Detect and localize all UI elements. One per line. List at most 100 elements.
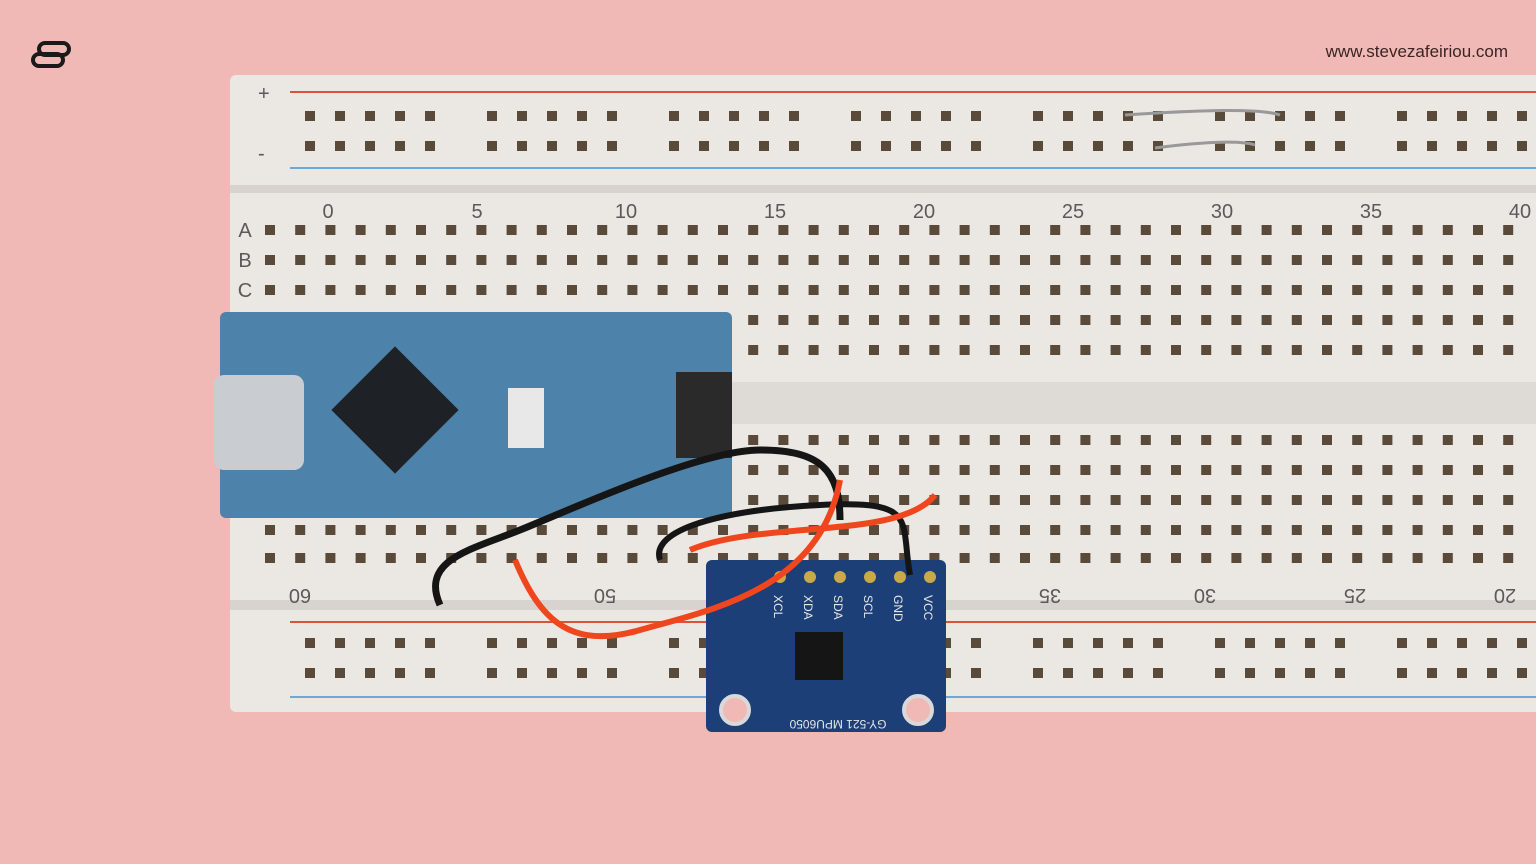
hole	[1050, 435, 1061, 445]
rail-hole	[395, 111, 405, 121]
hole	[989, 525, 1000, 535]
hole	[1080, 525, 1091, 535]
hole	[446, 525, 457, 535]
hole	[265, 255, 275, 265]
hole	[838, 435, 849, 445]
hole	[416, 255, 426, 265]
hole	[1291, 315, 1302, 325]
hole	[1352, 255, 1363, 265]
hole	[1231, 345, 1242, 355]
hole	[1020, 225, 1030, 235]
rail-hole	[759, 141, 769, 151]
rail-hole	[1305, 668, 1315, 678]
hole	[1322, 315, 1332, 325]
rail-hole	[1517, 111, 1527, 121]
rail-hole	[1093, 668, 1103, 678]
rail-hole	[547, 141, 557, 151]
hole	[476, 525, 487, 535]
hole	[1322, 553, 1332, 563]
hole	[838, 465, 849, 475]
rail-hole	[305, 638, 315, 648]
rail-hole	[1093, 111, 1103, 121]
hole	[869, 525, 879, 535]
hole	[1261, 285, 1272, 295]
rail-hole	[699, 668, 709, 678]
hole	[416, 525, 426, 535]
hole	[1442, 345, 1453, 355]
hole	[536, 553, 547, 563]
hole	[687, 255, 698, 265]
rail-hole	[1397, 668, 1407, 678]
hole	[1020, 435, 1030, 445]
hole	[1291, 495, 1302, 505]
hole	[1291, 345, 1302, 355]
rail-hole	[1153, 111, 1163, 121]
hole	[1503, 315, 1514, 325]
pin-label: SDA	[831, 595, 845, 620]
hole	[1231, 435, 1242, 445]
hole	[1171, 435, 1181, 445]
hole	[718, 225, 728, 235]
hole	[989, 435, 1000, 445]
pin	[924, 571, 936, 583]
rail-hole	[1305, 638, 1315, 648]
hole	[1231, 255, 1242, 265]
rail-hole	[1093, 638, 1103, 648]
rail-hole	[607, 141, 617, 151]
hole	[1442, 525, 1453, 535]
rail-hole	[395, 141, 405, 151]
hole	[1050, 495, 1061, 505]
hole	[1412, 525, 1423, 535]
hole	[1080, 255, 1091, 265]
hole	[597, 285, 608, 295]
hole	[929, 553, 940, 563]
hole	[385, 285, 396, 295]
hole	[1382, 435, 1393, 445]
hole	[778, 495, 789, 505]
hole	[808, 465, 819, 475]
hole	[446, 225, 457, 235]
hole	[1503, 345, 1514, 355]
hole	[808, 225, 819, 235]
rail-hole	[941, 141, 951, 151]
hole	[1352, 315, 1363, 325]
rail-hole	[335, 668, 345, 678]
double-loop-logo-icon	[31, 41, 71, 68]
hole	[1412, 553, 1423, 563]
hole	[1503, 285, 1514, 295]
hole	[295, 225, 306, 235]
hole	[989, 255, 1000, 265]
hole	[1231, 315, 1242, 325]
hole	[1473, 553, 1483, 563]
hole	[1201, 525, 1212, 535]
column-number: 5	[471, 201, 482, 223]
hole	[1442, 465, 1453, 475]
hole	[1322, 225, 1332, 235]
column-number: 50	[594, 584, 616, 606]
rail-hole	[911, 141, 921, 151]
hole	[1110, 285, 1121, 295]
hole	[1322, 345, 1332, 355]
hole	[959, 465, 970, 475]
hole	[1503, 495, 1514, 505]
rail-hole	[1517, 668, 1527, 678]
hole	[1291, 225, 1302, 235]
hole	[1473, 225, 1483, 235]
column-number: 30	[1194, 584, 1216, 606]
hole	[1201, 435, 1212, 445]
hole	[1412, 315, 1423, 325]
hole	[959, 435, 970, 445]
hole	[597, 553, 608, 563]
rail-hole	[577, 141, 587, 151]
hole	[1140, 315, 1151, 325]
jumper-wire	[1124, 108, 1281, 150]
hole	[1140, 255, 1151, 265]
wire-black	[656, 501, 913, 576]
hole	[1261, 435, 1272, 445]
hole	[1473, 525, 1483, 535]
rail-hole	[669, 111, 679, 121]
column-number: 20	[913, 201, 935, 223]
hole	[1503, 525, 1514, 535]
pin	[834, 571, 846, 583]
hole	[1231, 553, 1242, 563]
